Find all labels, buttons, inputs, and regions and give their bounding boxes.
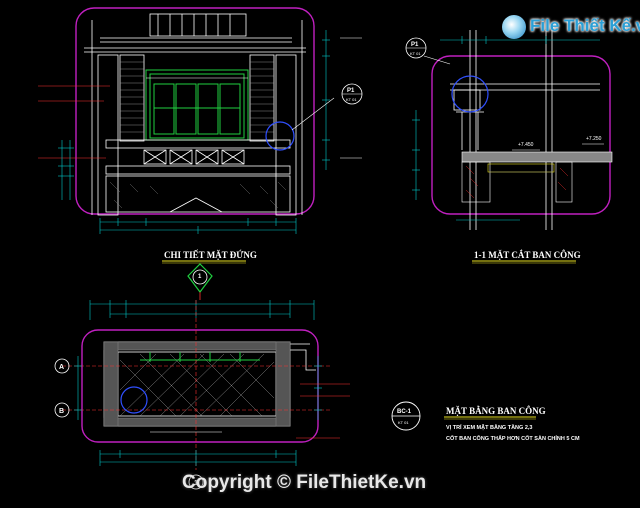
plan-callout-circle [120,386,148,414]
plan-window-marks [140,352,260,362]
logo-text: File Thiết Kế.vn [530,16,640,35]
section-title: 1-1 MẶT CẮT BAN CÔNG [474,250,581,260]
section-callout-circle [451,75,489,113]
window-elevation [145,69,249,141]
plan-note-1: VỊ TRÍ XEM MẶT BẰNG TẦNG 2,3 [446,423,532,431]
plan-view: A B 1 [54,300,580,490]
plan-leaders [150,383,350,439]
axis-1-label: 1 [194,480,198,487]
detail-callout-circle [265,121,295,151]
section-hatch [465,165,569,199]
elevation-right-dims [322,30,362,170]
p1-tag-sub: KT 01 [346,97,357,102]
plan-tag-sub: KT 01 [398,420,409,425]
brick-wall-left [119,54,145,142]
ground-hatch [109,181,287,209]
plan-left-dims [74,356,82,420]
axis-b-label: B [59,408,64,415]
watermark-logo: File Thiết Kế.vn [498,12,640,42]
copyright-watermark: Copyright © FileThietKe.vn [182,472,427,493]
plan-right-dims [314,356,322,420]
elevation-left-dims [58,140,74,200]
section-structure [450,30,600,230]
level-b: +7.250 [586,136,602,142]
logo-icon [502,15,526,39]
balcony-balustrade [105,139,291,213]
section-frame [431,55,611,215]
section-view: P1 KT 01 +7.450 +7.250 1-1 MẶT CẮT BAN C… [405,30,613,264]
p1-tag-section-sub: KT 01 [410,51,421,56]
axis-a-label: A [59,364,64,371]
plan-bottom-dims [99,450,297,466]
p1-tag-section-label: P1 [411,42,419,48]
p1-tag-label: P1 [347,88,355,94]
section-marker-label: 1 [198,274,202,280]
elevation-left-notes [38,85,110,159]
plan-note-2: CỐT BAN CÔNG THẤP HƠN CỐT SÀN CHÍNH 5 CM [446,434,580,442]
brick-wall-right [249,54,275,142]
level-a: +7.450 [518,142,534,148]
elevation-title: CHI TIẾT MẶT ĐỨNG [164,250,257,260]
pillars [91,20,303,216]
plan-hatch-band [103,341,291,427]
elevation-frame [75,7,315,215]
plan-dashed-axes [62,300,330,470]
section-dims [412,36,600,221]
plan-diagonal-tiles [119,353,275,417]
section-slab [461,151,613,203]
section-marker: 1 [187,263,213,300]
plan-title: MẶT BẰNG BAN CÔNG [446,406,546,416]
elevation-view: P1 KT 01 CHI TIẾT MẶT ĐỨNG 1 [38,7,363,300]
plan-title-block: BC-1 KT 01 MẶT BẰNG BAN CÔNG VỊ TRÍ XEM … [391,401,580,442]
elevation-dimensions [99,218,297,234]
plan-top-dims [89,300,315,320]
axis-bubbles: A B 1 [54,358,204,490]
plan-tag: BC-1 [397,409,412,415]
top-balustrade [84,13,306,53]
